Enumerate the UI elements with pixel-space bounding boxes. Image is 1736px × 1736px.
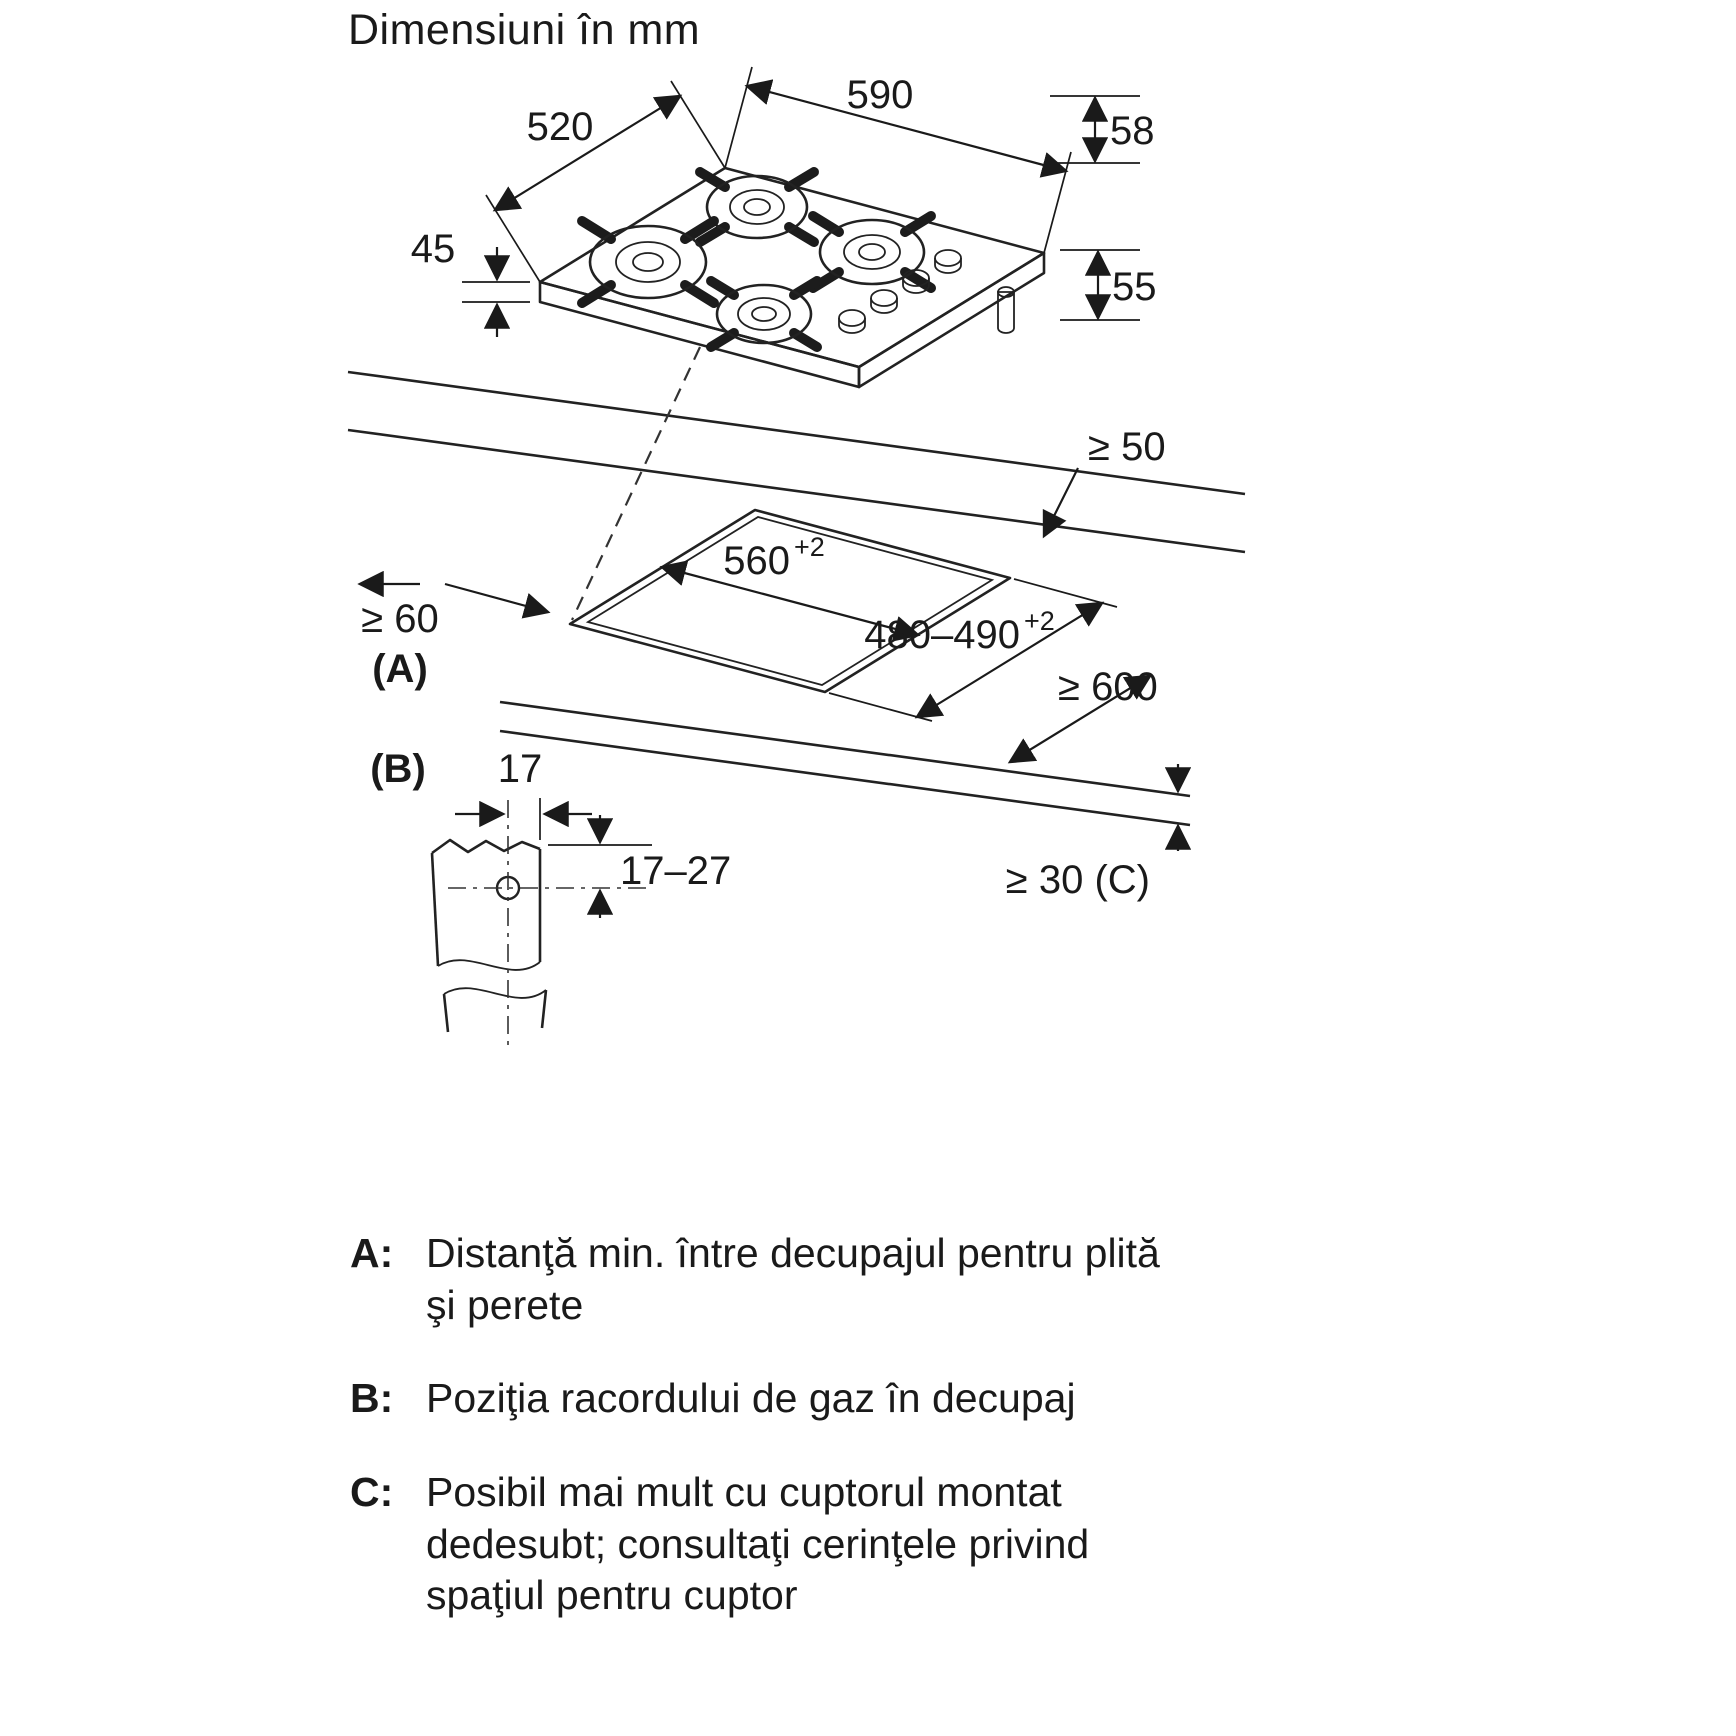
dim-560-tolerance: +2 — [794, 532, 825, 562]
dimension-ge30-c: ≥ 30 (C) — [1006, 764, 1192, 902]
dimension-55: 55 — [1060, 249, 1157, 321]
dim-480-490-label: 480–490 — [864, 613, 1020, 657]
dim-520-label: 520 — [527, 105, 594, 149]
legend: A: Distanţă min. între decupajul pentru … — [350, 1228, 1530, 1664]
section-top-edge — [431, 838, 541, 855]
dim-17-label: 17 — [498, 747, 543, 791]
hob-projection-dashed-line — [571, 346, 701, 621]
dim-45-label: 45 — [411, 227, 456, 271]
section-right-edge-lower — [540, 989, 548, 1029]
burner-right — [808, 211, 936, 293]
legend-key-a: A: — [350, 1230, 394, 1276]
dimension-590: 590 — [724, 66, 1072, 254]
burner-front — [706, 276, 822, 352]
legend-item-c: C: Posibil mai mult cu cuptorul montat d… — [350, 1467, 1530, 1622]
label-b: (B) — [370, 747, 426, 791]
burner-back — [695, 167, 819, 247]
dim-58-label: 58 — [1110, 109, 1155, 153]
dim-17-27-label: 17–27 — [620, 849, 731, 893]
dimension-560: 560 +2 — [659, 532, 921, 642]
dimension-520: 520 — [485, 80, 726, 283]
legend-text-c: Posibil mai mult cu cuptorul montat dede… — [426, 1468, 1090, 1619]
gas-pipe — [997, 286, 1015, 334]
worktop-drawing — [347, 346, 1246, 827]
label-a: (A) — [372, 647, 428, 691]
detail-b-drawing: (B) 17 17–27 — [370, 747, 731, 1048]
dim-ge600-label: ≥ 600 — [1058, 665, 1158, 709]
break-line-lower — [443, 987, 547, 999]
legend-item-a: A: Distanţă min. între decupajul pentru … — [350, 1228, 1530, 1331]
worktop-front-thickness — [499, 729, 1191, 827]
legend-key-b: B: — [350, 1375, 394, 1422]
dimension-ge50: ≥ 50 — [1042, 425, 1166, 539]
control-knobs — [838, 249, 962, 334]
cutout-outline — [568, 508, 1012, 694]
dim-480-490-tolerance: +2 — [1024, 606, 1055, 636]
dimension-58: 58 — [1050, 95, 1155, 164]
legend-text-a: Distanţă min. între decupajul pentru pli… — [426, 1230, 1160, 1328]
burner-left — [577, 216, 719, 308]
legend-key-c: C: — [350, 1468, 394, 1515]
cutout-inner-outline — [585, 516, 995, 686]
hob-drawing — [538, 166, 1046, 389]
dimension-ge600: ≥ 600 — [1007, 665, 1158, 764]
page-title: Dimensiuni în mm — [348, 6, 701, 54]
section-left-edge-lower — [442, 993, 450, 1033]
wall-line — [347, 370, 1246, 496]
dim-590-label: 590 — [847, 73, 914, 117]
dimension-ge60-a: ≥ 60 (A) — [357, 570, 551, 691]
dimension-480-490: 480–490 +2 — [828, 578, 1118, 722]
legend-item-b: B: Poziţia racordului de gaz în decupaj — [350, 1373, 1530, 1425]
section-left-edge — [430, 852, 440, 967]
worktop-front-edge — [499, 700, 1191, 798]
dim-ge50-label: ≥ 50 — [1088, 425, 1166, 469]
dim-55-label: 55 — [1112, 265, 1157, 309]
dim-560-label: 560 — [723, 539, 790, 583]
worktop-back-edge — [347, 428, 1246, 554]
legend-text-b: Poziţia racordului de gaz în decupaj — [426, 1375, 1076, 1422]
break-line-upper — [437, 959, 541, 971]
dim-ge30-label: ≥ 30 (C) — [1006, 858, 1150, 902]
dimension-45: 45 — [411, 227, 530, 337]
dim-ge60-label: ≥ 60 — [361, 597, 439, 641]
